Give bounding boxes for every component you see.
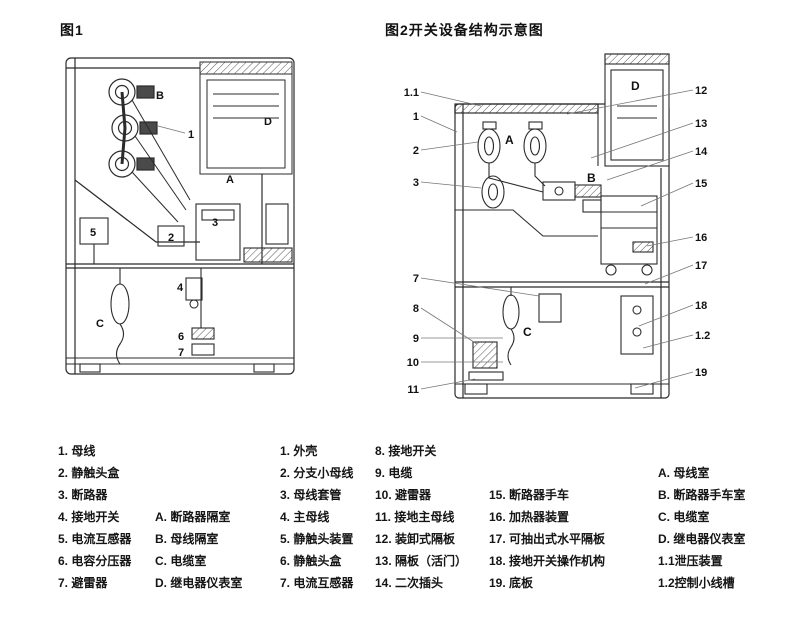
legend-fig1-compartment-C: C. 电缆室 — [155, 554, 207, 568]
fig2-label-16: 16 — [695, 232, 707, 244]
fig2-compartment-A: A — [505, 133, 514, 147]
legend-fig1-part-4: 4. 接地开关 — [58, 510, 120, 524]
legend-fig1-compartment-B: B. 母线隔室 — [155, 532, 219, 546]
fig2-label-15: 15 — [695, 178, 707, 190]
fig2-label-8: 8 — [413, 303, 419, 315]
fig1-partitions — [66, 174, 294, 269]
fig2-breaker-handcart — [582, 195, 658, 276]
fig2-label-11: 11 — [407, 384, 419, 396]
legend-fig2-compartment-B: B. 断路器手车室 — [658, 488, 746, 502]
legend-fig2-part-5: 5. 静触头装置 — [280, 532, 354, 546]
legend-fig2-item-1-2: 1.2控制小线槽 — [658, 576, 735, 590]
legend-fig1-part-2: 2. 静触头盒 — [58, 466, 120, 480]
fig2-label-1: 1 — [413, 111, 419, 123]
legend-fig2-part-9: 9. 电缆 — [375, 466, 413, 480]
legend-fig2-part-2: 2. 分支小母线 — [280, 466, 354, 480]
figure2-drawing: 1.1 1 2 3 7 8 9 10 11 12 13 14 15 16 17 … — [404, 53, 711, 399]
legend-fig2-part-8: 8. 接地开关 — [375, 444, 437, 458]
legend-fig1-part-6: 6. 电容分压器 — [58, 554, 132, 568]
fig1-label-4: 4 — [177, 282, 184, 294]
fig2-label-12: 12 — [695, 85, 707, 97]
fig1-label-7: 7 — [178, 347, 184, 359]
fig2-label-18: 18 — [695, 300, 707, 312]
fig2-cabinet-shell — [454, 103, 670, 399]
fig2-label-1-1: 1.1 — [404, 87, 419, 99]
legend-fig2-parts-c: 15. 断路器手车 16. 加热器装置 17. 可抽出式水平隔板 18. 接地开… — [489, 484, 605, 594]
fig2-cable-room — [455, 287, 669, 395]
legend-fig2-part-15: 15. 断路器手车 — [489, 488, 570, 502]
legend-fig2-parts-a: 1. 外壳 2. 分支小母线 3. 母线套管 4. 主母线 5. 静触头装置 6… — [280, 440, 353, 594]
legend-fig2-part-16: 16. 加热器装置 — [489, 510, 570, 524]
figure1-drawing: B 1 D A 3 2 5 4 C 6 7 — [65, 57, 295, 375]
legend-fig2-part-6: 6. 静触头盒 — [280, 554, 342, 568]
fig2-partitions — [455, 281, 669, 288]
fig1-label-6: 6 — [178, 331, 184, 343]
legend-fig2-compartments: A. 母线室 B. 断路器手车室 C. 电缆室 D. 继电器仪表室 1.1泄压装… — [658, 462, 745, 594]
fig2-compartment-B: B — [587, 171, 596, 185]
figure1-title: 图1 — [60, 22, 84, 38]
legend-fig1-parts: 1. 母线 2. 静触头盒 3. 断路器 4. 接地开关 5. 电流互感器 6.… — [58, 440, 131, 594]
legend-fig1-part-3: 3. 断路器 — [58, 488, 108, 502]
fig2-instrument-compartment — [604, 53, 670, 167]
legend-fig1-part-5: 5. 电流互感器 — [58, 532, 132, 546]
legend-fig1-part-1: 1. 母线 — [58, 444, 96, 458]
fig1-label-D: D — [264, 116, 272, 128]
legend-fig2-part-17: 17. 可抽出式水平隔板 — [489, 532, 606, 546]
legend-fig2-part-10: 10. 避雷器 — [375, 488, 432, 502]
legend-fig2-part-18: 18. 接地开关操作机构 — [489, 554, 606, 568]
fig1-bottom-components — [66, 268, 294, 373]
fig2-label-9: 9 — [413, 333, 419, 345]
fig2-compartment-C: C — [523, 325, 532, 339]
fig2-busbar-room — [455, 104, 602, 237]
legend-fig2-part-14: 14. 二次插头 — [375, 576, 444, 590]
legend-fig2-part-11: 11. 接地主母线 — [375, 510, 455, 524]
legend-fig2-compartment-C: C. 电缆室 — [658, 510, 710, 524]
fig1-left-components — [79, 217, 203, 309]
fig2-leader-lines — [420, 89, 694, 390]
fig1-label-1: 1 — [188, 129, 194, 141]
legend-fig2-part-3: 3. 母线套管 — [280, 488, 342, 502]
fig1-instrument-compartment — [199, 61, 293, 175]
legend-fig2-part-4: 4. 主母线 — [280, 510, 330, 524]
legend-fig1-compartment-A: A. 断路器隔室 — [155, 510, 231, 524]
fig1-label-B: B — [156, 90, 164, 102]
fig2-label-10: 10 — [407, 357, 419, 369]
fig2-label-7: 7 — [413, 273, 419, 285]
fig1-busbar-bushings — [108, 78, 191, 223]
fig2-label-14: 14 — [695, 146, 708, 158]
legend-fig2-part-13: 13. 隔板（活门） — [375, 554, 468, 568]
legend-fig2-compartment-D: D. 继电器仪表室 — [658, 532, 746, 546]
fig2-labels: 1.1 1 2 3 7 8 9 10 11 12 13 14 15 16 17 … — [404, 79, 711, 396]
legend-fig2-part-7: 7. 电流互感器 — [280, 576, 354, 590]
legend-fig2-part-1: 1. 外壳 — [280, 444, 318, 458]
fig1-cabinet-shell — [65, 57, 295, 375]
figure2-title: 图2开关设备结构示意图 — [385, 22, 544, 38]
legend-fig2-part-12: 12. 装卸式隔板 — [375, 532, 456, 546]
legend-fig1-compartment-D: D. 继电器仪表室 — [155, 576, 243, 590]
fig1-label-2: 2 — [168, 232, 174, 244]
fig2-label-19: 19 — [695, 367, 707, 379]
fig1-label-5: 5 — [90, 227, 96, 239]
fig1-label-3: 3 — [212, 217, 218, 229]
fig1-label-C: C — [96, 318, 104, 330]
legend-fig2-part-19: 19. 底板 — [489, 576, 534, 590]
fig2-compartment-D: D — [631, 79, 640, 93]
fig1-labels: B 1 D A 3 2 5 4 C 6 7 — [90, 90, 272, 359]
fig2-label-1-2: 1.2 — [695, 330, 710, 342]
legend-fig1-compartments: A. 断路器隔室 B. 母线隔室 C. 电缆室 D. 继电器仪表室 — [155, 506, 242, 594]
fig2-label-3: 3 — [413, 177, 419, 189]
fig2-label-2: 2 — [413, 145, 419, 157]
legend-fig2-item-1-1: 1.1泄压装置 — [658, 554, 723, 568]
legend-fig2-parts-b: 8. 接地开关 9. 电缆 10. 避雷器 11. 接地主母线 12. 装卸式隔… — [375, 440, 467, 594]
legend-fig2-compartment-A: A. 母线室 — [658, 466, 710, 480]
fig1-breaker — [157, 203, 293, 263]
fig2-label-17: 17 — [695, 260, 707, 272]
fig1-cable — [110, 268, 130, 365]
fig2-label-13: 13 — [695, 118, 707, 130]
legend-fig1-part-7: 7. 避雷器 — [58, 576, 108, 590]
fig1-label-A: A — [226, 174, 234, 186]
